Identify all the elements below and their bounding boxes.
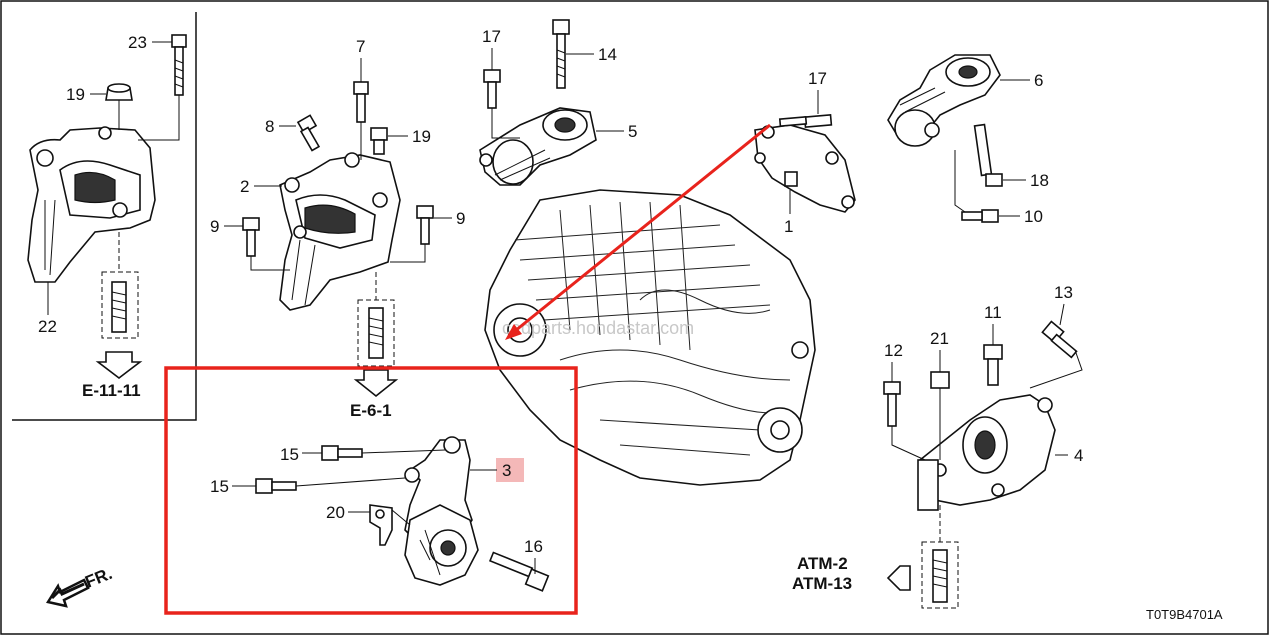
label-9-left: 9 <box>210 217 219 236</box>
label-22: 22 <box>38 317 57 336</box>
part-6-mount[interactable] <box>887 54 1001 147</box>
bolt-14[interactable] <box>552 19 570 89</box>
bolt-15-upper[interactable] <box>321 445 363 461</box>
watermark-text: cedparts.hondastar.com <box>502 318 694 338</box>
label-3: 3 <box>502 461 511 480</box>
diagram-code: T0T9B4701A <box>1146 607 1223 622</box>
arrow-atm <box>886 565 911 591</box>
label-8: 8 <box>265 117 274 136</box>
nut-19-left[interactable] <box>105 83 133 101</box>
label-17-top: 17 <box>482 27 501 46</box>
part-1-bracket[interactable] <box>754 124 856 213</box>
label-19-left: 19 <box>66 85 85 104</box>
leader-10 <box>954 150 966 213</box>
leader-13-label <box>1059 303 1065 326</box>
label-19-mid: 19 <box>412 127 431 146</box>
leader-20 <box>391 509 411 526</box>
bolt-23[interactable] <box>171 34 187 96</box>
stud-22-box <box>101 232 139 339</box>
label-16: 16 <box>524 537 543 556</box>
front-direction-arrow <box>46 578 90 608</box>
bolt-15-lower[interactable] <box>255 478 297 494</box>
label-12: 12 <box>884 341 903 360</box>
bolt-8[interactable] <box>296 114 321 152</box>
bracket-20[interactable] <box>369 504 393 546</box>
label-21: 21 <box>930 329 949 348</box>
part-22-bracket[interactable] <box>27 126 156 283</box>
part-4-mount[interactable] <box>917 394 1056 511</box>
bolt-16[interactable] <box>488 551 550 592</box>
bolt-10[interactable] <box>961 209 999 223</box>
bolt-9-right[interactable] <box>416 205 434 245</box>
leader-9-right <box>390 244 426 263</box>
red-pointer-line <box>509 123 771 337</box>
bolt-12[interactable] <box>883 381 901 427</box>
highlight-box <box>164 366 578 615</box>
inset-divider <box>12 12 197 421</box>
arrow-e11 <box>95 351 143 380</box>
front-direction-label: FR. <box>82 564 115 592</box>
red-pointer-head <box>505 324 522 340</box>
label-4: 4 <box>1074 446 1083 465</box>
leader-15-upper <box>361 449 446 454</box>
label-13: 13 <box>1054 283 1073 302</box>
label-14: 14 <box>598 45 617 64</box>
label-1: 1 <box>784 217 793 236</box>
stud-atm-box <box>921 505 959 609</box>
label-11: 11 <box>984 303 1002 322</box>
part-2-bracket[interactable] <box>279 152 401 311</box>
leader-13 <box>1029 349 1083 389</box>
bolt-7[interactable] <box>353 81 369 123</box>
leader-23 <box>138 95 180 141</box>
bolt-17-top[interactable] <box>483 69 501 109</box>
label-5: 5 <box>628 122 637 141</box>
label-17-right: 17 <box>808 69 827 88</box>
label-2: 2 <box>240 177 249 196</box>
label-23: 23 <box>128 33 147 52</box>
ref-e-6-1[interactable]: E-6-1 <box>350 401 392 420</box>
bolt-9-left[interactable] <box>242 217 260 257</box>
part-3-highlight <box>496 458 524 482</box>
ref-atm-13[interactable]: ATM-13 <box>792 574 852 593</box>
label-18: 18 <box>1030 171 1049 190</box>
label-7: 7 <box>356 37 365 56</box>
label-15-upper: 15 <box>280 445 299 464</box>
part-5-mount[interactable] <box>479 107 597 186</box>
leader-15-lower <box>295 477 406 487</box>
part-3-bracket[interactable] <box>404 436 479 586</box>
label-20: 20 <box>326 503 345 522</box>
ref-atm-2[interactable]: ATM-2 <box>797 554 848 573</box>
bolt-11[interactable] <box>983 344 1003 386</box>
label-9-right: 9 <box>456 209 465 228</box>
bolt-13[interactable] <box>1041 320 1078 359</box>
stud-e6-box <box>357 272 395 367</box>
leader-12 <box>891 426 926 461</box>
nut-21[interactable] <box>930 371 950 389</box>
label-15-lower: 15 <box>210 477 229 496</box>
engine-assembly <box>484 189 816 486</box>
arrow-e6 <box>353 369 399 398</box>
label-6: 6 <box>1034 71 1043 90</box>
bolt-18[interactable] <box>973 123 1003 187</box>
leader-17-top <box>491 108 520 139</box>
bolt-17-right[interactable] <box>778 114 833 128</box>
ref-e-11-11[interactable]: E-11-11 <box>82 381 141 400</box>
leader-9-left <box>250 256 290 271</box>
bolt-19-mid[interactable] <box>370 127 388 155</box>
label-10: 10 <box>1024 207 1043 226</box>
